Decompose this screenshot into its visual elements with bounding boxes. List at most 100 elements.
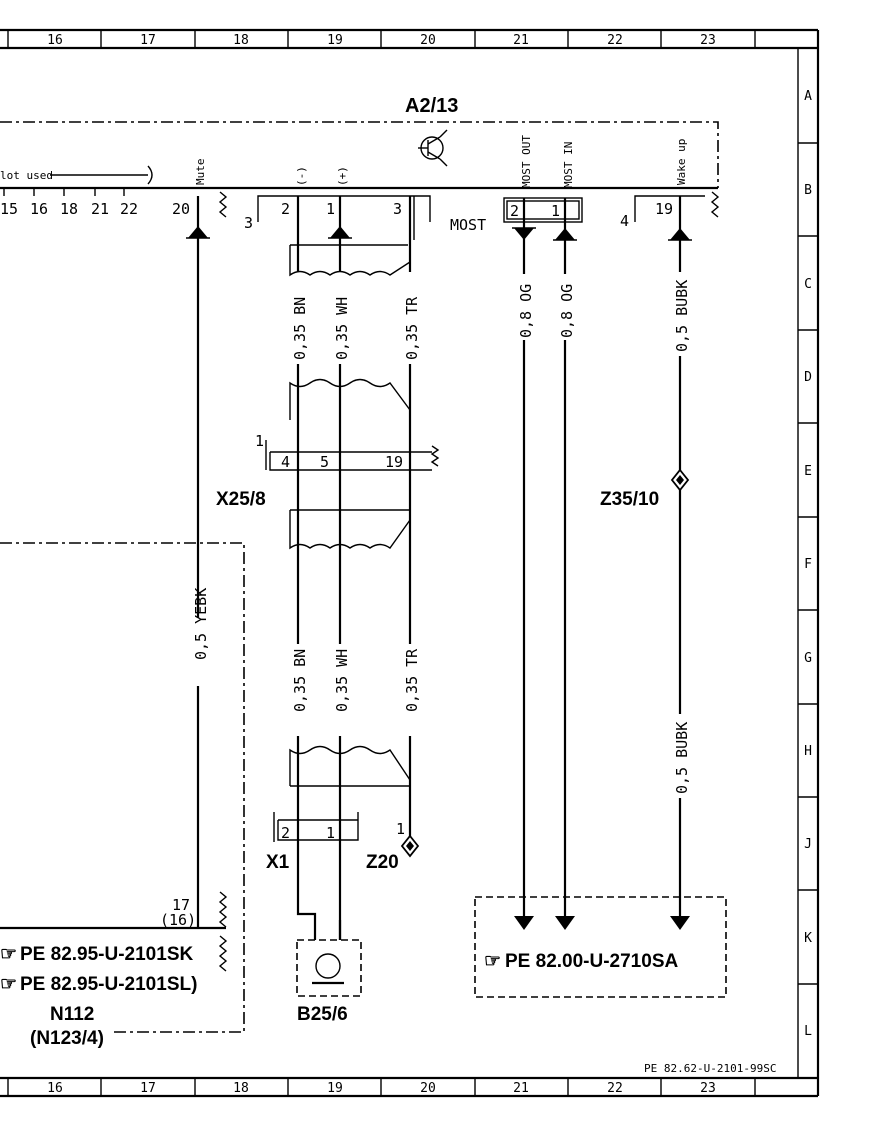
twisted-pair-shield [289,244,411,787]
splice-z35-10 [670,468,690,492]
col-label-bottom: 21 [513,1081,529,1096]
most-in-label: MOST IN [562,142,575,188]
row-label: C [804,277,812,292]
component-label-z35-10: Z35/10 [600,489,659,510]
x25-pin-5: 5 [320,453,329,471]
wire-label-wh-top: 0,35 WH [333,297,351,360]
col-label-bottom: 19 [327,1081,343,1096]
row-label: E [804,464,812,479]
pin-18: 18 [60,200,78,218]
component-a2-13: A2/13 lot used 15 16 18 21 22 20 Mute [0,95,720,234]
wire-label-bubk-bottom: 0,5 BUBK [673,722,691,794]
not-used-label: lot used [0,169,53,182]
pin-2: 2 [281,200,290,218]
wire-label-bubk-top: 0,5 BUBK [673,280,691,352]
wire-most-out: 0,8 OG [512,198,536,930]
wire-bubk: 0,5 BUBK 0,5 BUBK Z35/10 [600,196,692,930]
wire-label-og-out: 0,8 OG [517,284,535,338]
col-label-bottom: 17 [140,1081,156,1096]
pointing-hand-icon: ☞ [484,951,501,972]
wire-label-tr-top: 0,35 TR [403,296,421,360]
col-label-bottom: 22 [607,1081,623,1096]
col-label-top: 20 [420,33,436,48]
connector-x1: 2 1 X1 [266,812,359,873]
row-label: F [804,557,812,572]
row-label: D [804,370,812,385]
most-in-pin: 1 [551,202,560,220]
pin-20: 20 [172,200,190,218]
col-label-top: 19 [327,33,343,48]
pin-15: 15 [0,200,18,218]
component-label-a2-13: A2/13 [405,95,458,117]
x25-pin-19: 19 [385,453,403,471]
wire-wh: 0,35 WH 0,35 WH [328,196,352,940]
mute-label: Mute [194,159,207,186]
row-label: H [804,744,812,759]
ref-most: PE 82.00-U-2710SA [505,951,678,972]
n112-pin-16: (16) [160,911,196,929]
pin-22: 22 [120,200,138,218]
wire-label-bn-top: 0,35 BN [291,297,309,360]
row-label: G [804,651,812,666]
pointing-hand-icon: ☞ [0,974,17,995]
ref-n112-sl: PE 82.95-U-2101SL) [20,974,197,995]
wire-yebk: 0,5 YEBK [186,196,210,928]
wire-label-tr-bottom: 0,35 TR [403,648,421,712]
pin-minus-label: (-) [295,166,308,186]
component-label-x25-8: X25/8 [216,489,266,510]
row-label: B [804,183,812,198]
col-label-top: 21 [513,33,529,48]
component-label-b25-6: B25/6 [297,1004,348,1025]
row-label: K [804,931,812,946]
ref-n112-sk: PE 82.95-U-2101SK [20,944,193,965]
col-label-bottom: 23 [700,1081,716,1096]
col-label-top: 16 [47,33,63,48]
frame: 16 17 18 19 20 21 22 23 16 17 18 19 20 2… [0,28,820,1098]
wire-tr: 0,35 TR 0,35 TR [403,196,421,840]
wake-up-label: Wake up [675,139,688,185]
component-label-n123-4: (N123/4) [30,1028,104,1049]
x1-pin-1: 1 [326,824,335,842]
most-out-label: MOST OUT [520,135,533,188]
component-label-x1: X1 [266,852,290,873]
component-n112: 17 (16) ☞ PE 82.95-U-2101SK ☞ PE 82.95-U… [0,542,245,1049]
transistor-icon [418,129,448,167]
row-label: A [804,89,812,104]
speaker-icon [312,953,344,985]
wire-label-bn-bottom: 0,35 BN [291,649,309,712]
wire-label-wh-bottom: 0,35 WH [333,649,351,712]
col-label-top: 17 [140,33,156,48]
connector-x25-8: 1 4 5 19 X25/8 [216,432,440,510]
wake-pin: 19 [655,200,673,218]
x25-pin-4: 4 [281,453,290,471]
wire-label-yebk: 0,5 YEBK [192,588,210,660]
pin-3: 3 [393,200,402,218]
sheet-reference: PE 82.62-U-2101-99SC [644,1062,776,1075]
most-out-pin: 2 [510,202,519,220]
pin-21: 21 [91,200,109,218]
pin-16: 16 [30,200,48,218]
wire-label-og-in: 0,8 OG [558,284,576,338]
wire-most-in: 0,8 OG [553,198,577,930]
x25-conn-label: 1 [255,432,264,450]
col-label-top: 22 [607,33,623,48]
most-ref-box: ☞ PE 82.00-U-2710SA [474,896,727,998]
group-3-label: 3 [244,214,253,232]
col-label-bottom: 20 [420,1081,436,1096]
n112-pin-17: 17 [172,896,190,914]
pin-1: 1 [326,200,335,218]
row-label: J [804,837,812,852]
col-label-bottom: 18 [233,1081,249,1096]
col-label-top: 18 [233,33,249,48]
splice-z20: 1 Z20 [366,820,420,873]
group-4-label: 4 [620,212,629,230]
z20-pin-1: 1 [396,820,405,838]
col-label-bottom: 16 [47,1081,63,1096]
col-label-top: 23 [700,33,716,48]
component-label-n112: N112 [50,1004,94,1025]
pointing-hand-icon: ☞ [0,944,17,965]
row-label: L [804,1024,812,1039]
most-label: MOST [450,216,486,234]
wire-bn: 0,35 BN 0,35 BN [291,196,309,828]
